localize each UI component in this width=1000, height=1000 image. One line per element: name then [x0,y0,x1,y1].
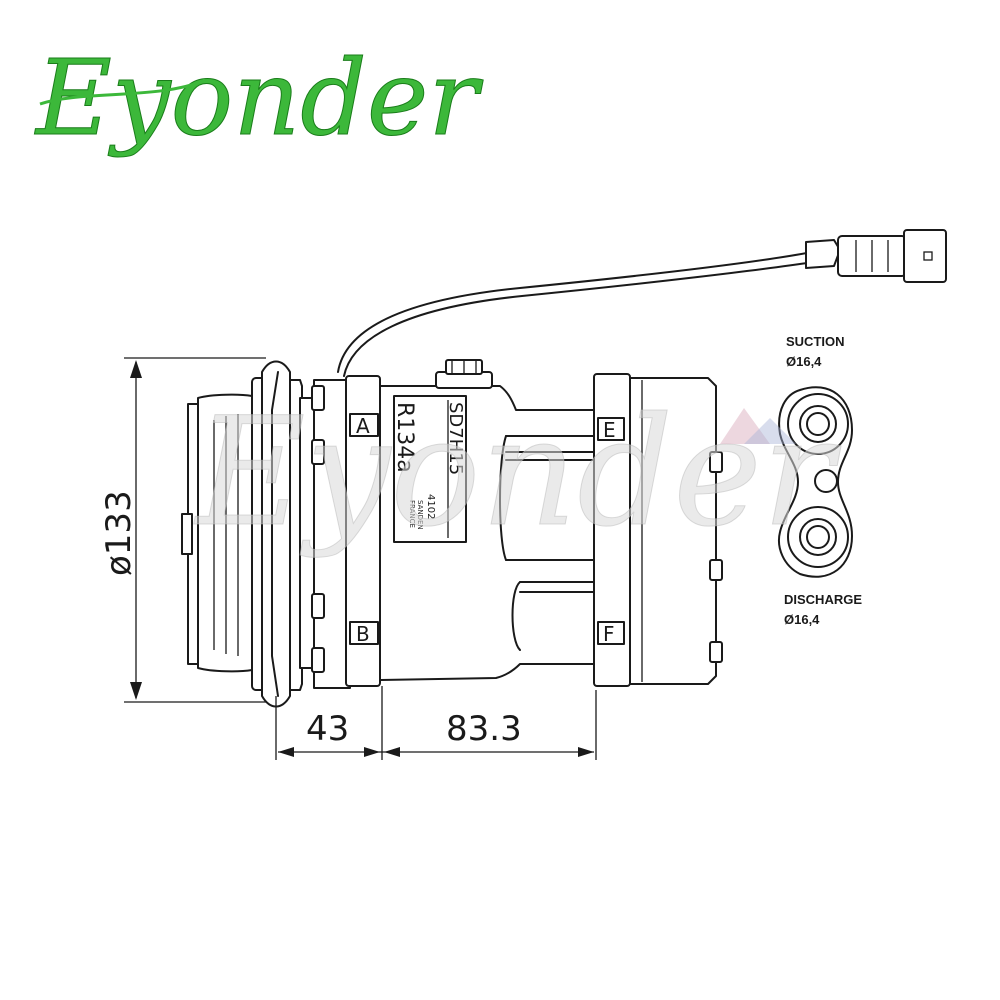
marker-b: B [356,622,370,646]
diameter-value: ø133 [99,490,139,576]
clutch-depth-value: 43 [306,709,349,749]
plate-maker-1: SANDEN [416,500,424,530]
electrical-cable [337,229,947,377]
marker-e-box [597,417,625,441]
suction-port [787,393,849,455]
body-length-value: 83.3 [446,709,522,749]
marker-a: A [356,414,370,438]
discharge-port [787,506,849,568]
cylinder-body: SD7H15 R134a 4102 SANDEN FRANCE [379,359,597,681]
brand-logo: Eyonder [34,37,483,159]
port-detail: SUCTION Ø16,4 DISCHARGE Ø16,4 [778,334,862,627]
marker-e: E [603,418,616,442]
plate-model: SD7H15 [445,402,466,475]
suction-label: SUCTION [786,334,845,349]
marker-b-box [349,621,379,645]
discharge-label: DISCHARGE [784,592,862,607]
marker-f: F [603,622,615,646]
discharge-size: Ø16,4 [784,612,820,627]
plate-refrigerant: R134a [392,402,417,473]
front-head: A B [311,375,381,689]
nameplate [393,395,467,543]
rear-head: E F [593,373,723,687]
brand-swash [39,78,206,106]
plate-code: 4102 [425,494,436,519]
dimension-diameter: ø133 [99,357,266,703]
plate-maker-2: FRANCE [408,500,416,528]
watermark-peak-icon [720,408,770,444]
clutch-pulley [181,360,315,708]
marker-f-box [597,621,625,645]
watermark-text: Eyonder [193,386,842,560]
marker-a-box [349,413,379,437]
dimension-length: 43 83.3 [275,686,597,760]
suction-size: Ø16,4 [786,354,822,369]
watermark-peak-icon-2 [744,418,796,444]
